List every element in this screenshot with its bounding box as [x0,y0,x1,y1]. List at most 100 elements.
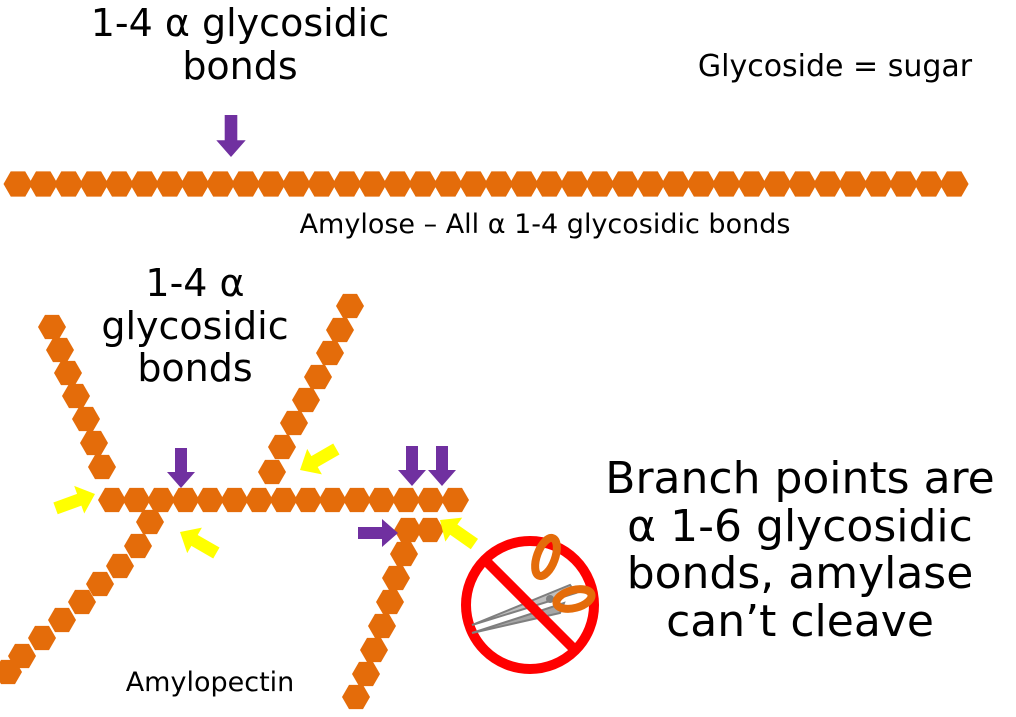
glucose-hexagon-icon [54,360,82,386]
glucose-hexagon-icon [382,565,410,591]
glucose-hexagon-icon [367,487,396,513]
glucose-hexagon-icon [737,171,767,197]
glucose-hexagon-icon [46,337,74,363]
glucose-hexagon-icon [258,459,286,485]
glucose-hexagon-icon [205,171,235,197]
bond-arrow-icon [358,519,398,547]
branch-note: Branch points are α 1-6 glycosidic bonds… [585,455,1015,645]
glucose-hexagon-icon [28,625,56,651]
glucose-hexagon-icon [441,487,469,513]
glucose-hexagon-icon [318,487,347,513]
glucose-hexagon-icon [889,171,918,197]
glucose-hexagon-icon [360,637,388,663]
glucose-hexagon-icon [560,171,590,197]
glucose-hexagon-icon [376,589,404,615]
glucose-hexagon-icon [245,487,273,513]
bond-arrow-icon [216,115,246,157]
glucose-hexagon-icon [316,340,344,366]
scissors-pivot [546,595,554,603]
glucose-hexagon-icon [68,589,96,615]
glucose-hexagon-icon [3,171,33,197]
branch-bonds-label: 1-4 α glycosidic bonds [75,262,315,390]
glucose-hexagon-icon [383,171,412,197]
glucose-hexagon-icon [762,171,792,197]
glucose-hexagon-icon [280,410,308,436]
glucose-hexagon-icon [124,533,152,559]
glycoside-note: Glycoside = sugar [697,49,973,84]
branch-note-line: bonds, amylase [626,548,974,600]
branch-arrow-icon [440,517,479,550]
glucose-hexagon-icon [509,171,539,197]
glucose-hexagon-icon [939,171,969,197]
glucose-hexagon-icon [28,171,58,197]
glucose-hexagon-icon [534,171,564,197]
glucose-hexagon-icon [304,364,332,390]
glucose-hexagon-icon [48,607,76,633]
glucose-hexagon-icon [122,487,151,513]
glucose-hexagon-icon [368,613,396,639]
glucose-hexagon-icon [416,487,445,513]
glucose-hexagon-icon [196,487,224,513]
glucose-hexagon-icon [390,541,418,567]
glucose-hexagon-icon [231,171,261,197]
glucose-hexagon-icon [343,487,371,513]
glucose-hexagon-icon [342,684,370,710]
glucose-chains [0,171,969,710]
glucose-hexagon-icon [269,487,298,513]
glucose-hexagon-icon [281,171,311,197]
glucose-hexagon-icon [838,171,868,197]
branch-bonds-label-line: glycosidic [101,303,289,348]
glucose-hexagon-icon [292,387,320,413]
top-bonds-label-line: bonds [182,43,298,88]
branch-note-line: α 1-6 glycosidic [627,500,973,552]
glucose-hexagon-icon [88,454,116,480]
branch-arrow-icon [180,527,220,559]
scissors-handle [552,585,596,613]
glucose-hexagon-icon [636,171,665,197]
glucose-hexagon-icon [147,487,175,513]
glucose-hexagon-icon [392,487,420,513]
glucose-hexagon-icon [104,171,134,197]
glucose-hexagon-icon [294,487,322,513]
glucose-hexagon-icon [914,171,944,197]
glucose-hexagon-icon [62,383,90,409]
glucose-hexagon-icon [0,659,22,685]
scissors-handle [531,533,561,581]
branch-bonds-label-line: 1-4 α [145,261,245,305]
glucose-hexagon-icon [86,571,114,597]
glucose-hexagon-icon [585,171,615,197]
prohibition-slash [481,556,579,654]
glucose-hexagon-icon [180,171,210,197]
glucose-hexagon-icon [357,171,387,197]
branch-arrow-icon [300,443,340,475]
glucose-hexagon-icon [352,661,380,687]
glucose-hexagon-icon [268,434,296,460]
branch-note-line: can’t cleave [666,595,934,647]
glucose-hexagon-icon [155,171,185,197]
glucose-hexagon-icon [394,517,422,543]
top-bonds-label: 1-4 α glycosidic bonds [60,2,420,87]
bond-arrow-icon [398,446,426,486]
amylose-caption: Amylose – All α 1-4 glycosidic bonds [299,209,791,240]
glucose-hexagon-icon [220,487,249,513]
glucose-hexagon-icon [332,171,362,197]
glucose-hexagon-icon [484,171,514,197]
amylopectin-caption: Amylopectin [125,667,295,698]
branch-note-line: Branch points are [605,453,995,504]
glucose-hexagon-icon [813,171,843,197]
glucose-hexagon-icon [54,171,84,197]
glucose-hexagon-icon [80,430,108,456]
glucose-hexagon-icon [79,171,109,197]
branch-bonds-label-line: bonds [137,346,253,391]
glucose-hexagon-icon [38,314,66,340]
glucose-hexagon-icon [336,293,364,319]
glucose-hexagon-icon [256,171,286,197]
glucose-hexagon-icon [433,171,463,197]
branch-arrow-icon [53,485,95,515]
top-bonds-label-line: 1-4 α glycosidic [90,1,390,45]
bond-arrow-icon [428,446,456,486]
glucose-hexagon-icon [171,487,200,513]
glucose-hexagon-icon [72,406,100,432]
glucose-hexagon-icon [106,553,134,579]
